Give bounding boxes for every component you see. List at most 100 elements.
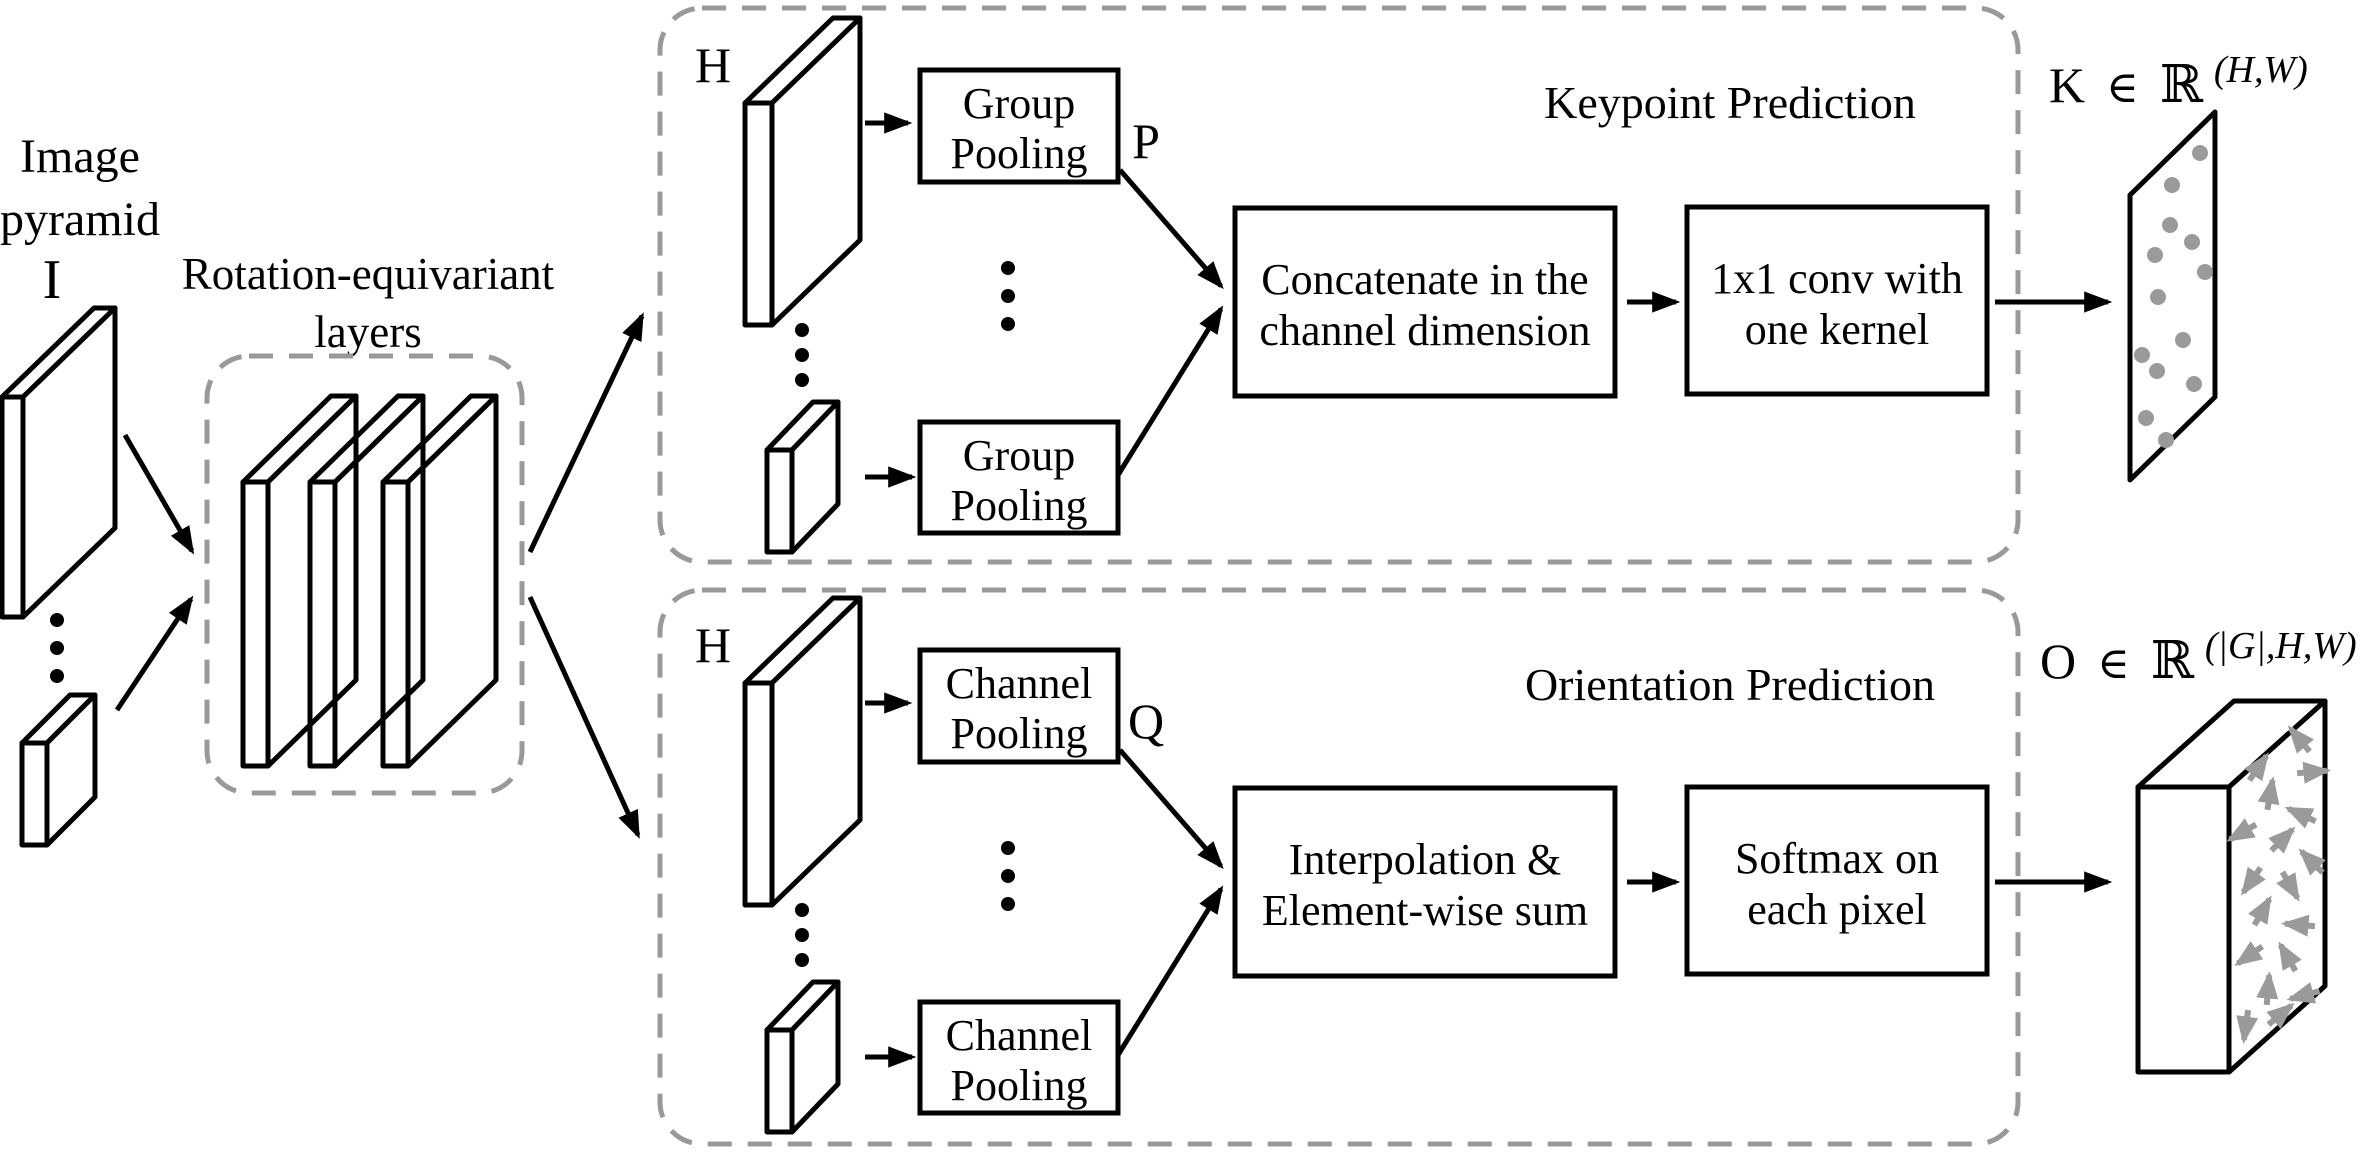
rotation-layers-label-line2: layers [314, 307, 421, 357]
keypoint-dot [2162, 217, 2178, 233]
orientation-arrow [2268, 826, 2296, 854]
keypoint-dots [2134, 145, 2213, 448]
keypoint-feature-slab [742, 15, 863, 328]
concatenate-label-line1: Concatenate in the [1261, 255, 1588, 304]
channel-pooling-top-label-line1: Channel [946, 659, 1093, 708]
reals-symbol: ℝ [2151, 633, 2195, 690]
orientation-arrow [2298, 848, 2326, 876]
keypoint-dashed-box [657, 5, 2021, 565]
keypoint-h-label: H [695, 37, 731, 93]
element-of-symbol: ∈ [2097, 639, 2130, 688]
rotation-layers-dashed-box [204, 353, 525, 796]
arrow-channel-top-to-interp [1118, 748, 1224, 870]
keypoint-dot [2175, 332, 2191, 348]
orientation-arrow [2226, 818, 2258, 843]
interpolation-label-line2: Element-wise sum [1262, 886, 1588, 935]
keypoint-left-ellipsis-dots [795, 323, 809, 387]
keypoint-dot [2149, 363, 2165, 379]
concatenate-label-line2: channel dimension [1259, 306, 1590, 355]
orientation-arrow [2244, 752, 2270, 783]
orientation-arrows [2226, 725, 2332, 1044]
channel-pooling-top-box [917, 647, 1121, 765]
orientation-h-label: H [695, 617, 731, 673]
orientation-title: Orientation Prediction [1525, 659, 1935, 710]
rotation-layers-label-line1: Rotation-equivariant [182, 249, 555, 299]
arrow-pyramid-top-to-layers [122, 433, 195, 555]
arrow-layers-to-keypoint [527, 312, 645, 554]
orientation-arrow [2240, 865, 2266, 896]
keypoint-output-symbol: K [2049, 57, 2085, 113]
group-pooling-top-label-line2: Pooling [951, 129, 1088, 178]
image-pyramid-label-line2: pyramid [0, 193, 160, 246]
arrow-channel-bottom-to-interp [1115, 885, 1224, 1057]
keypoint-dot [2150, 289, 2166, 305]
keypoint-output-label: K ∈ ℝ (H,W) [2049, 49, 2308, 114]
orientation-arrow [2234, 941, 2265, 967]
channel-pooling-top-label-line2: Pooling [951, 709, 1088, 758]
conv-box [1684, 204, 1990, 397]
channel-pooling-bottom-label-line2: Pooling [951, 1061, 1088, 1110]
image-pyramid-group: Image pyramid I [0, 130, 195, 848]
orientation-arrow [2248, 895, 2273, 927]
keypoint-dot [2197, 264, 2213, 280]
orientation-small-slab [764, 979, 841, 1135]
conv-layer-slab-2 [307, 393, 426, 769]
keypoint-small-slab [764, 399, 841, 555]
group-pooling-bottom-box [917, 419, 1121, 536]
keypoint-output-superscript: (H,W) [2214, 49, 2308, 91]
pyramid-large-slab [0, 305, 118, 620]
orientation-arrow [2296, 761, 2332, 784]
arrow-pooling-top-to-concat [1118, 168, 1224, 290]
softmax-label-line1: Softmax on [1735, 834, 1939, 883]
arrow-layers-to-orientation [527, 595, 641, 839]
image-pyramid-label-line1: Image [20, 130, 140, 183]
keypoint-dot [2192, 145, 2208, 161]
conv-label-line2: one kernel [1745, 305, 1929, 354]
orientation-mid-ellipsis-dots [1001, 841, 1015, 911]
keypoint-dot [2164, 177, 2180, 193]
orientation-arrow [2287, 725, 2314, 754]
keypoint-dot [2186, 376, 2202, 392]
conv-layer-slab-3 [380, 393, 499, 769]
orientation-arrow [2256, 970, 2279, 1006]
orientation-arrow [2236, 1009, 2259, 1044]
conv-layer-slab-1 [240, 393, 359, 769]
reals-symbol: ℝ [2160, 57, 2204, 114]
interpolation-label-line1: Interpolation & [1289, 835, 1562, 884]
orientation-arrow [2284, 805, 2317, 829]
conv-label-line1: 1x1 conv with [1711, 254, 1963, 303]
orientation-arrow [2286, 982, 2321, 1004]
orientation-feature-slab [742, 595, 863, 908]
keypoint-dot [2138, 410, 2154, 426]
orientation-arrow [2257, 776, 2280, 811]
group-pooling-top-box [917, 67, 1121, 185]
orientation-left-ellipsis-dots [795, 903, 809, 967]
softmax-box [1684, 784, 1990, 977]
softmax-label-line2: each pixel [1747, 885, 1927, 934]
interpolation-box [1232, 785, 1618, 979]
orientation-output-cuboid [2135, 698, 2328, 1075]
orientation-arrow [2266, 1002, 2295, 1029]
element-of-symbol: ∈ [2106, 63, 2139, 112]
group-pooling-top-label-line1: Group [963, 79, 1075, 128]
keypoint-dot [2184, 234, 2200, 250]
group-pooling-bottom-label-line1: Group [963, 431, 1075, 480]
orientation-arrow [2280, 914, 2316, 937]
input-symbol-label: I [43, 249, 62, 311]
pyramid-small-slab [19, 692, 98, 848]
concatenate-box [1232, 205, 1618, 399]
rotation-equivariant-group: Rotation-equivariant layers [182, 249, 645, 839]
orientation-arrow [2277, 941, 2302, 973]
pyramid-ellipsis-dots [50, 613, 64, 683]
keypoint-dot [2147, 247, 2163, 263]
arrow-pooling-bottom-to-concat [1115, 305, 1224, 477]
orientation-output-superscript: (|G|,H,W) [2205, 625, 2357, 667]
arrow-pyramid-bottom-to-layers [114, 595, 194, 712]
channel-pooling-bottom-box [917, 999, 1121, 1116]
group-pooling-bottom-label-line2: Pooling [951, 481, 1088, 530]
keypoint-title: Keypoint Prediction [1544, 77, 1916, 128]
orientation-dashed-box [657, 587, 2021, 1147]
keypoint-p-label: P [1132, 113, 1160, 169]
